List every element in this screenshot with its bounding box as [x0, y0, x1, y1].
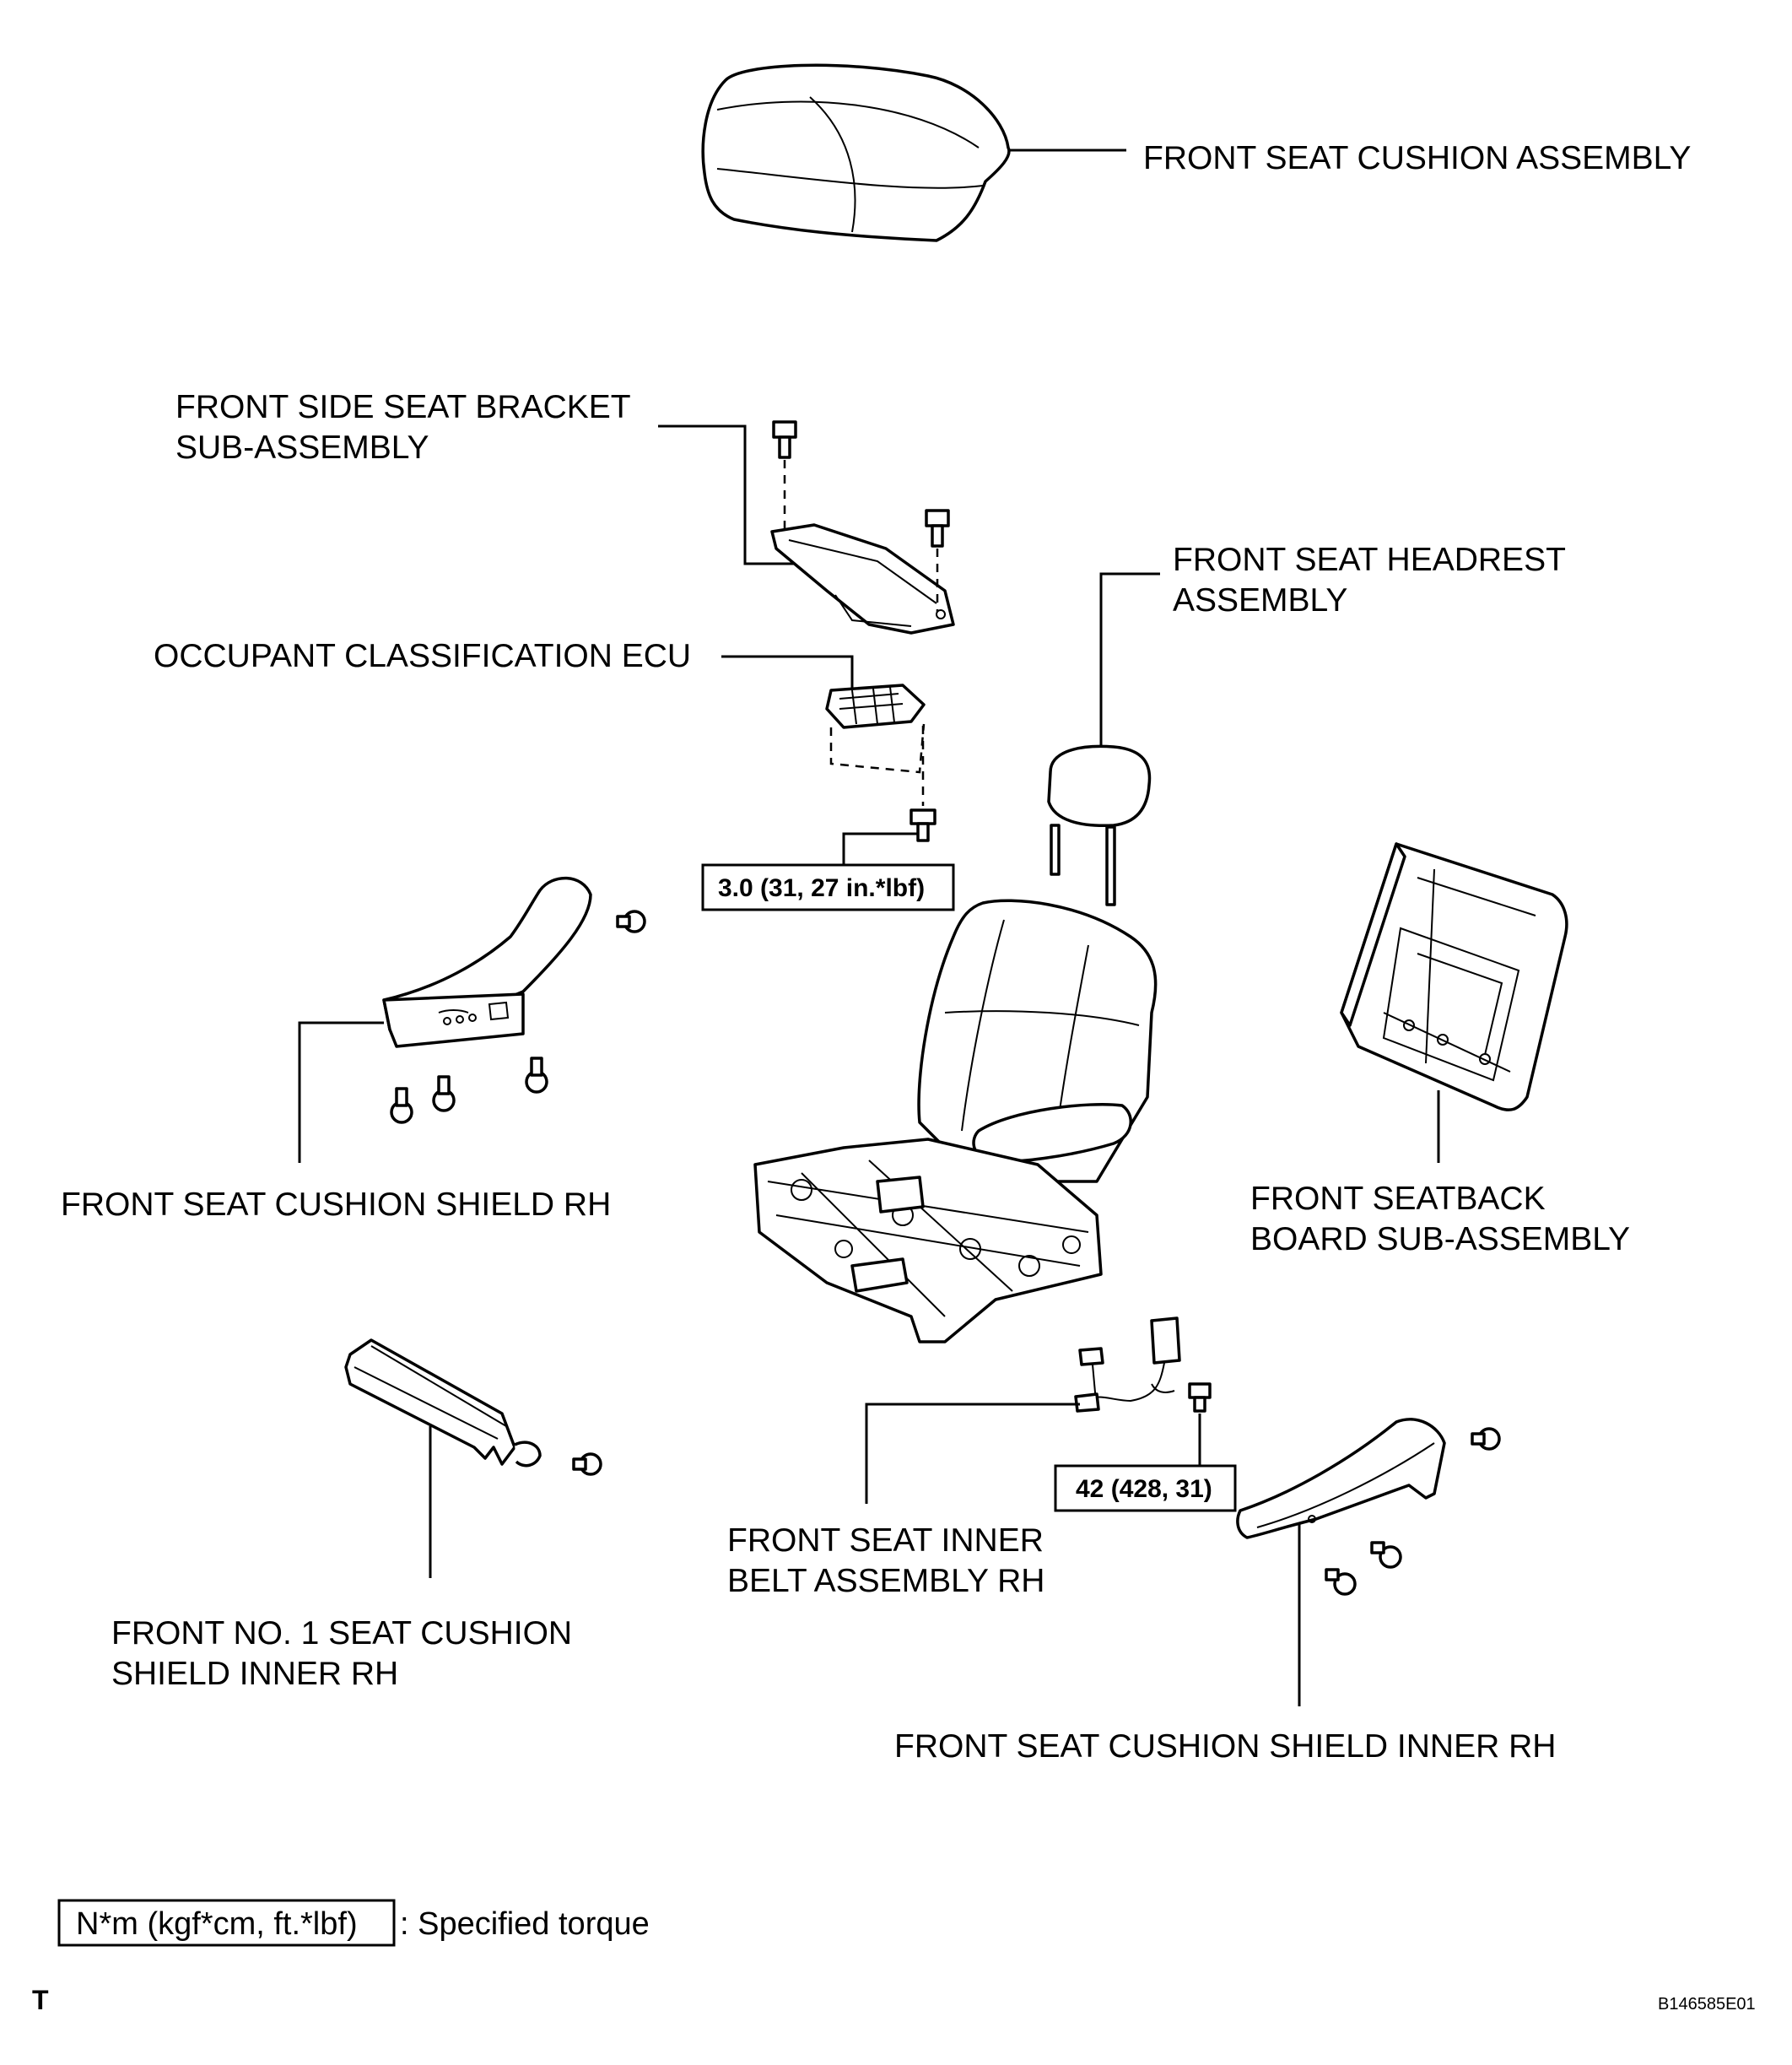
front-seat-cushion-shield-rh-drawing [382, 876, 592, 1048]
shield-inner-rh-screw-icon [1325, 1568, 1357, 1596]
label-occupant-classification-ecu: OCCUPANT CLASSIFICATION ECU [154, 638, 691, 674]
front-seat-cushion-shield-inner-rh-drawing [1236, 1418, 1446, 1539]
label-no1-shield-line2: SHIELD INNER RH [111, 1656, 398, 1692]
shield-rh-screw-icon [432, 1075, 456, 1112]
shield-inner-rh-screw-icon [1370, 1541, 1402, 1569]
label-headrest-line1: FRONT SEAT HEADREST [1173, 542, 1566, 578]
label-front-seat-cushion-shield-inner-rh: FRONT SEAT CUSHION SHIELD INNER RH [894, 1728, 1556, 1765]
leader-bracket [658, 424, 810, 565]
ecu-bolt-icon [909, 808, 936, 842]
shield-rh-screw-icon [525, 1057, 548, 1094]
bracket-bolt-icon [772, 420, 797, 459]
shield-inner-rh-screw-icon [1471, 1427, 1501, 1451]
label-headrest-line2: ASSEMBLY [1173, 582, 1347, 619]
shield-rh-screw-icon [390, 1087, 413, 1124]
front-side-seat-bracket-drawing [770, 523, 955, 635]
torque-belt-bolt: 42 (428, 31) [1076, 1475, 1212, 1503]
figure-code: B146585E01 [1658, 1995, 1756, 2014]
no1-shield-screw-icon [572, 1452, 602, 1476]
label-bracket-line1: FRONT SIDE SEAT BRACKET [175, 389, 631, 425]
label-front-seat-cushion-assembly: FRONT SEAT CUSHION ASSEMBLY [1143, 140, 1691, 176]
bracket-bolt-icon [925, 509, 950, 548]
corner-mark: T [32, 1985, 49, 2015]
torque-box-ecu [701, 863, 955, 911]
front-seat-cushion-assembly-drawing [701, 63, 1011, 242]
label-front-seat-cushion-shield-rh: FRONT SEAT CUSHION SHIELD RH [61, 1187, 611, 1223]
front-seat-headrest-drawing [1047, 744, 1152, 906]
leader-ecu-torque [842, 832, 918, 865]
front-seatback-board-drawing [1340, 842, 1568, 1111]
label-seatback-line2: BOARD SUB-ASSEMBLY [1250, 1221, 1630, 1257]
leader-shield-rh [298, 1021, 384, 1163]
label-seatback-line1: FRONT SEATBACK [1250, 1181, 1546, 1217]
legend-torque-box [57, 1899, 396, 1947]
belt-bolt-icon [1188, 1382, 1212, 1413]
leader-inner-belt [865, 1403, 1080, 1504]
label-inner-belt-line2: BELT ASSEMBLY RH [727, 1563, 1044, 1599]
label-inner-belt-line1: FRONT SEAT INNER [727, 1522, 1044, 1559]
legend-specified-torque: : Specified torque [400, 1906, 650, 1942]
occupant-classification-ecu-drawing [825, 684, 926, 729]
front-no1-seat-cushion-shield-inner-rh-drawing [344, 1338, 542, 1468]
torque-ecu-bolt: 3.0 (31, 27 in.*lbf) [718, 874, 925, 902]
shield-rh-screw-icon [616, 910, 646, 933]
leader-ecu [721, 655, 854, 688]
label-bracket-line2: SUB-ASSEMBLY [175, 430, 429, 466]
leader-headrest [1099, 572, 1160, 749]
front-seat-frame-drawing [753, 899, 1158, 1343]
front-seat-inner-belt-drawing [1074, 1316, 1181, 1413]
label-no1-shield-line1: FRONT NO. 1 SEAT CUSHION [111, 1615, 572, 1651]
torque-box-belt [1054, 1464, 1237, 1512]
legend-torque-units: N*m (kgf*cm, ft.*lbf) [76, 1906, 358, 1942]
